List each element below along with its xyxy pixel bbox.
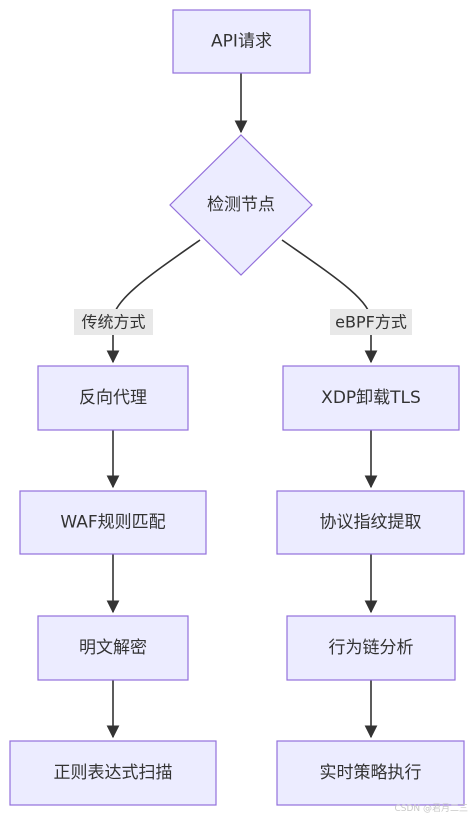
edge-label-ebpf: eBPF方式 bbox=[330, 309, 412, 335]
watermark-text: CSDN @君月二三 bbox=[394, 803, 468, 814]
node-behavior-chain: 行为链分析 bbox=[286, 615, 456, 681]
node-reverse-proxy-label: 反向代理 bbox=[79, 388, 147, 408]
edge-detect-to-reverse-proxy bbox=[106, 239, 201, 364]
node-detect: 检测节点 bbox=[169, 134, 313, 276]
node-waf-rules-label: WAF规则匹配 bbox=[60, 513, 165, 533]
node-xdp-tls: XDP卸载TLS bbox=[282, 365, 460, 431]
node-protocol-fingerprint: 协议指纹提取 bbox=[276, 490, 465, 555]
node-protocol-fingerprint-label: 协议指纹提取 bbox=[320, 513, 422, 533]
edge-label-traditional-text: 传统方式 bbox=[81, 313, 145, 332]
node-behavior-chain-label: 行为链分析 bbox=[329, 638, 414, 658]
node-api-request-label: API请求 bbox=[211, 32, 272, 52]
node-waf-rules: WAF规则匹配 bbox=[19, 490, 207, 555]
edge-detect-to-xdp bbox=[281, 239, 378, 364]
node-plaintext-decrypt-label: 明文解密 bbox=[79, 638, 147, 658]
node-api-request: API请求 bbox=[172, 9, 311, 74]
node-reverse-proxy: 反向代理 bbox=[37, 365, 189, 431]
node-realtime-policy-label: 实时策略执行 bbox=[320, 763, 422, 783]
edge-label-ebpf-text: eBPF方式 bbox=[335, 313, 407, 332]
node-regex-scan: 正则表达式扫描 bbox=[9, 740, 217, 806]
edge-label-traditional: 传统方式 bbox=[74, 309, 153, 335]
node-regex-scan-label: 正则表达式扫描 bbox=[54, 763, 173, 783]
node-xdp-tls-label: XDP卸载TLS bbox=[321, 388, 421, 408]
node-plaintext-decrypt: 明文解密 bbox=[37, 615, 189, 681]
node-detect-label: 检测节点 bbox=[207, 195, 275, 215]
node-realtime-policy: 实时策略执行 bbox=[276, 740, 465, 806]
